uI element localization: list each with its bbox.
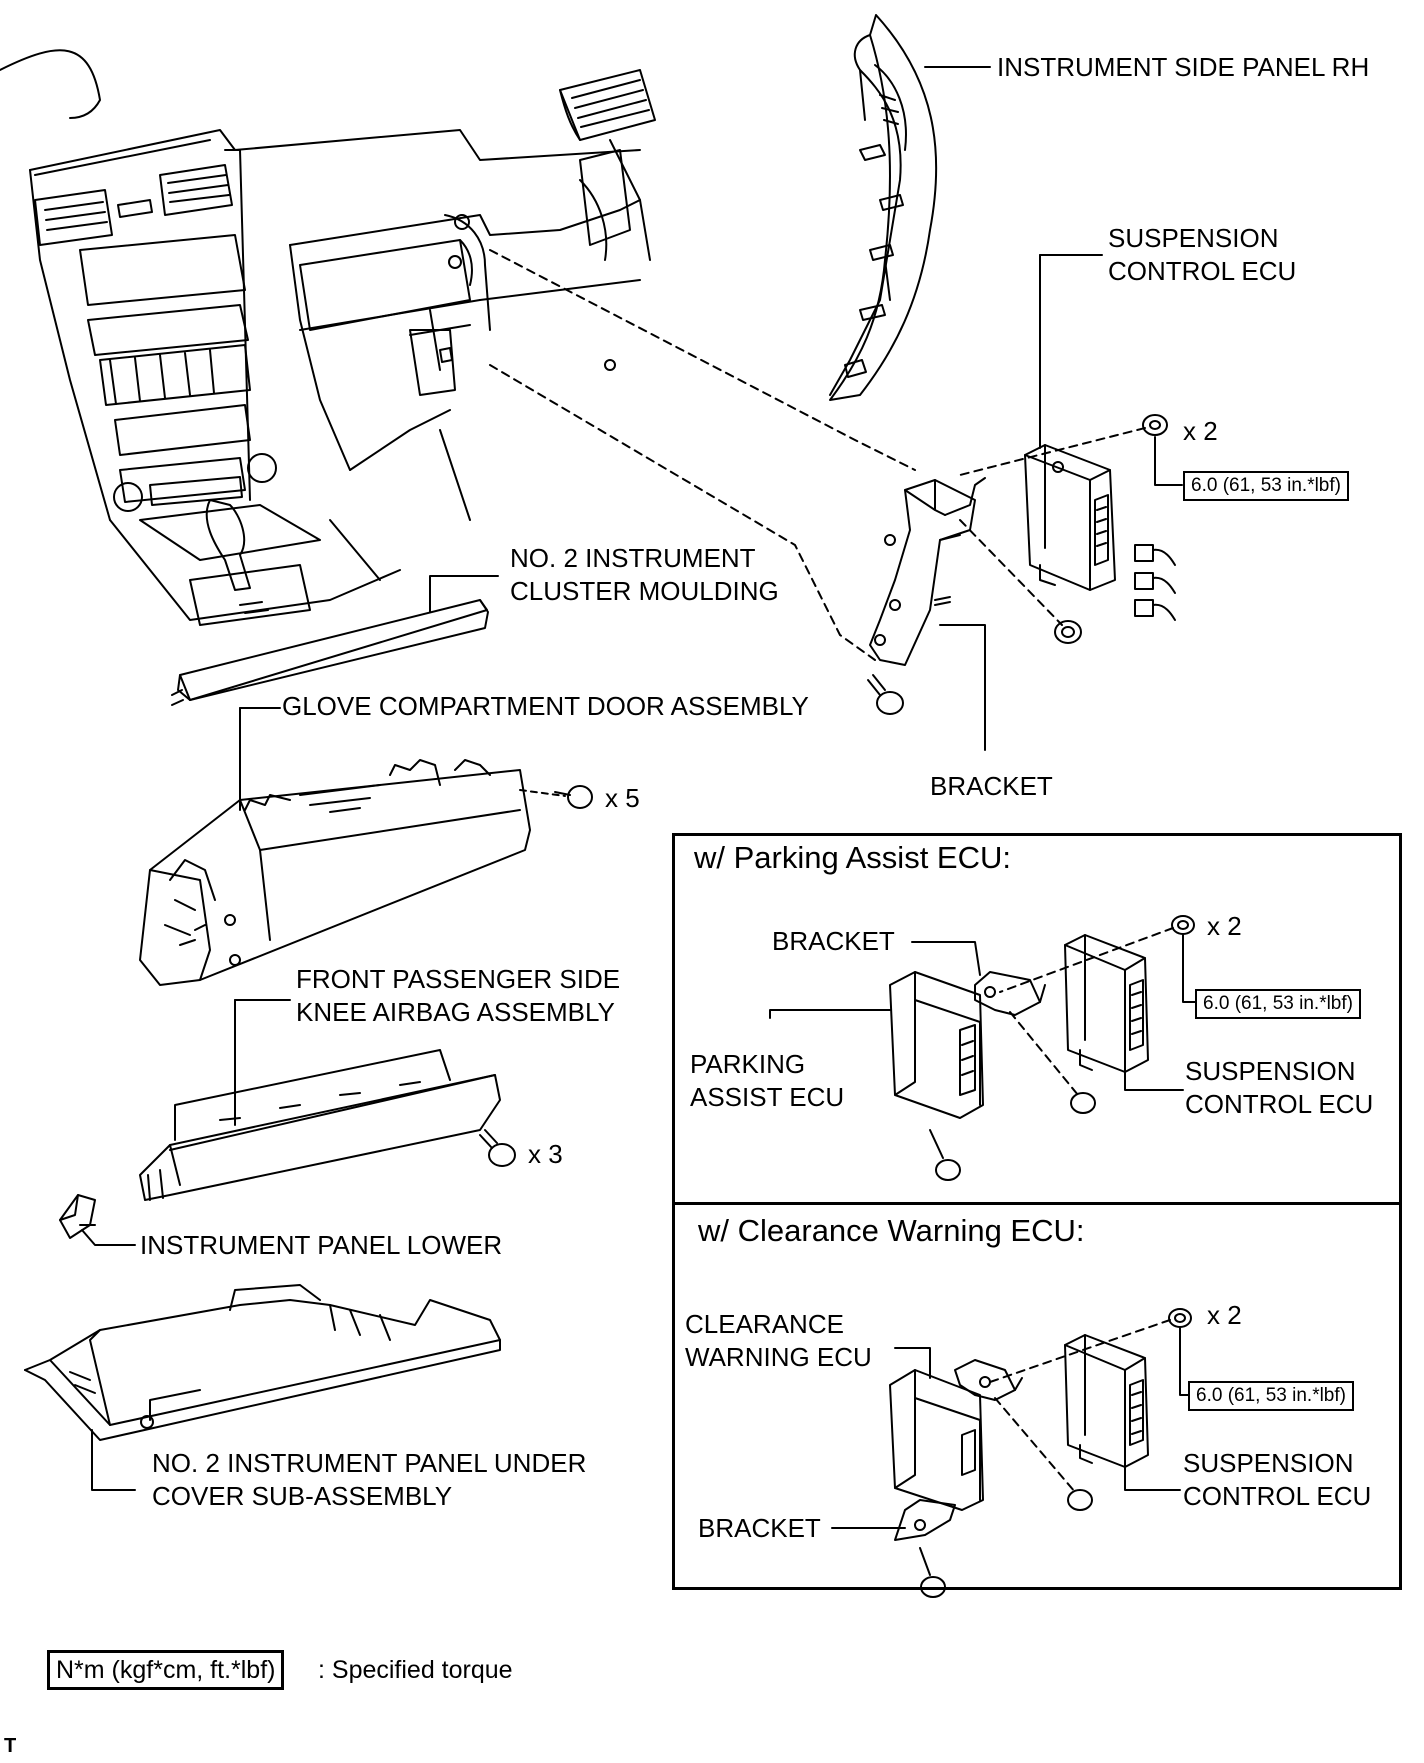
label-parking-ecu-line1: PARKING <box>690 1049 806 1079</box>
label-under-cover: NO. 2 INSTRUMENT PANEL UNDER COVER SUB-A… <box>152 1447 586 1513</box>
label-clearance-ecu: CLEARANCE WARNING ECU <box>685 1308 872 1374</box>
leader-parking-bracket <box>911 941 981 976</box>
label-cluster-moulding-line1: NO. 2 INSTRUMENT <box>510 543 756 573</box>
leader-parking-suspension <box>1124 1049 1184 1091</box>
label-parking-suspension-ecu: SUSPENSION CONTROL ECU <box>1185 1055 1373 1121</box>
dashed-guide-clearance-2 <box>994 1397 1076 1493</box>
label-parking-ecu-line2: ASSIST ECU <box>690 1082 845 1112</box>
label-clearance-suspension-line2: CONTROL ECU <box>1183 1481 1372 1511</box>
inset-clearance-title: w/ Clearance Warning ECU: <box>698 1213 1085 1248</box>
screw-icon <box>554 785 593 809</box>
label-qty-bolts-airbag: x 3 <box>528 1139 563 1169</box>
leader-clearance-suspension <box>1124 1444 1181 1491</box>
leader-panel-lower <box>81 1229 136 1246</box>
inset-parking-title: w/ Parking Assist ECU: <box>694 840 1011 875</box>
under-cover-illustration <box>24 1284 501 1441</box>
label-suspension-ecu-line1: SUSPENSION <box>1108 223 1279 253</box>
label-bracket-main: BRACKET <box>930 771 1053 801</box>
label-clearance-suspension-ecu: SUSPENSION CONTROL ECU <box>1183 1447 1371 1513</box>
torque-box-top: 6.0 (61, 53 in.*lbf) <box>1183 471 1349 501</box>
knee-airbag-illustration <box>139 1049 501 1201</box>
label-parking-qty-nuts: x 2 <box>1207 911 1242 941</box>
inset-parking-assist <box>672 833 1402 1205</box>
dashed-guide-parking-2 <box>1009 1011 1079 1096</box>
label-clearance-qty-nuts: x 2 <box>1207 1300 1242 1330</box>
leader-clearance-ecu <box>894 1347 931 1379</box>
dashed-guide-2 <box>489 364 876 661</box>
dashboard-illustration <box>0 49 656 626</box>
leader-under-cover <box>91 1429 136 1491</box>
leader-bracket <box>939 624 986 751</box>
dashed-guide-clearance-1 <box>989 1319 1171 1383</box>
label-suspension-ecu-line2: CONTROL ECU <box>1108 256 1297 286</box>
nut-icon-lower <box>1054 620 1082 644</box>
label-knee-airbag: FRONT PASSENGER SIDE KNEE AIRBAG ASSEMBL… <box>296 963 620 1029</box>
label-knee-airbag-line2: KNEE AIRBAG ASSEMBLY <box>296 997 615 1027</box>
label-parking-ecu: PARKING ASSIST ECU <box>690 1048 844 1114</box>
bolt-icon-airbag <box>479 1129 516 1167</box>
leader-cluster-moulding <box>429 575 499 613</box>
torque-box-clearance: 6.0 (61, 53 in.*lbf) <box>1188 1381 1354 1411</box>
label-parking-suspension-line1: SUSPENSION <box>1185 1056 1356 1086</box>
label-side-panel-rh: INSTRUMENT SIDE PANEL RH <box>997 52 1370 82</box>
label-under-cover-line1: NO. 2 INSTRUMENT PANEL UNDER <box>152 1448 587 1478</box>
corner-mark: T <box>4 1735 17 1757</box>
label-cluster-moulding: NO. 2 INSTRUMENT CLUSTER MOULDING <box>510 542 779 608</box>
label-suspension-ecu: SUSPENSION CONTROL ECU <box>1108 222 1296 288</box>
leader-torque-top <box>1154 436 1183 486</box>
dashed-guide-nut <box>959 427 1146 476</box>
label-qty-screws-glove: x 5 <box>605 783 640 813</box>
legend-description: : Specified torque <box>318 1656 513 1684</box>
instrument-side-panel-rh-illustration <box>829 14 938 401</box>
leader-clearance-torque <box>1179 1327 1189 1396</box>
connector-illustration <box>1134 544 1176 621</box>
nut-icon <box>1142 414 1168 436</box>
label-parking-bracket: BRACKET <box>772 926 895 956</box>
label-clearance-ecu-line2: WARNING ECU <box>685 1342 872 1372</box>
inset-clearance-warning <box>672 1202 1402 1590</box>
label-qty-nuts-top: x 2 <box>1183 416 1218 446</box>
label-knee-airbag-line1: FRONT PASSENGER SIDE <box>296 964 621 994</box>
dashed-guide-lower-nut <box>959 519 1063 626</box>
dashed-guide-parking-1 <box>999 927 1174 993</box>
label-cluster-moulding-line2: CLUSTER MOULDING <box>510 576 779 606</box>
inset-parking-drawing <box>889 915 1195 1181</box>
glove-compartment-illustration <box>139 759 531 986</box>
dashed-guide-1 <box>489 249 916 471</box>
label-parking-suspension-line2: CONTROL ECU <box>1185 1089 1374 1119</box>
suspension-ecu-illustration <box>1024 444 1116 591</box>
bolt-icon <box>867 674 904 715</box>
panel-lower-illustration <box>59 1194 96 1239</box>
dashed-guide-glove-screw <box>519 789 566 797</box>
leader-parking-torque <box>1182 934 1196 1003</box>
legend-torque-unit-box: N*m (kgf*cm, ft.*lbf) <box>47 1650 285 1690</box>
inset-clearance-drawing <box>889 1308 1192 1598</box>
cluster-moulding-illustration <box>171 599 489 706</box>
torque-box-parking: 6.0 (61, 53 in.*lbf) <box>1195 989 1361 1019</box>
label-glove-door: GLOVE COMPARTMENT DOOR ASSEMBLY <box>282 691 809 721</box>
leader-parking-ecu <box>769 1009 891 1019</box>
label-clearance-suspension-line1: SUSPENSION <box>1183 1448 1354 1478</box>
label-under-cover-line2: COVER SUB-ASSEMBLY <box>152 1481 453 1511</box>
bracket-illustration <box>869 477 986 666</box>
label-clearance-bracket: BRACKET <box>698 1513 821 1543</box>
label-clearance-ecu-line1: CLEARANCE <box>685 1309 844 1339</box>
label-panel-lower: INSTRUMENT PANEL LOWER <box>140 1230 503 1260</box>
